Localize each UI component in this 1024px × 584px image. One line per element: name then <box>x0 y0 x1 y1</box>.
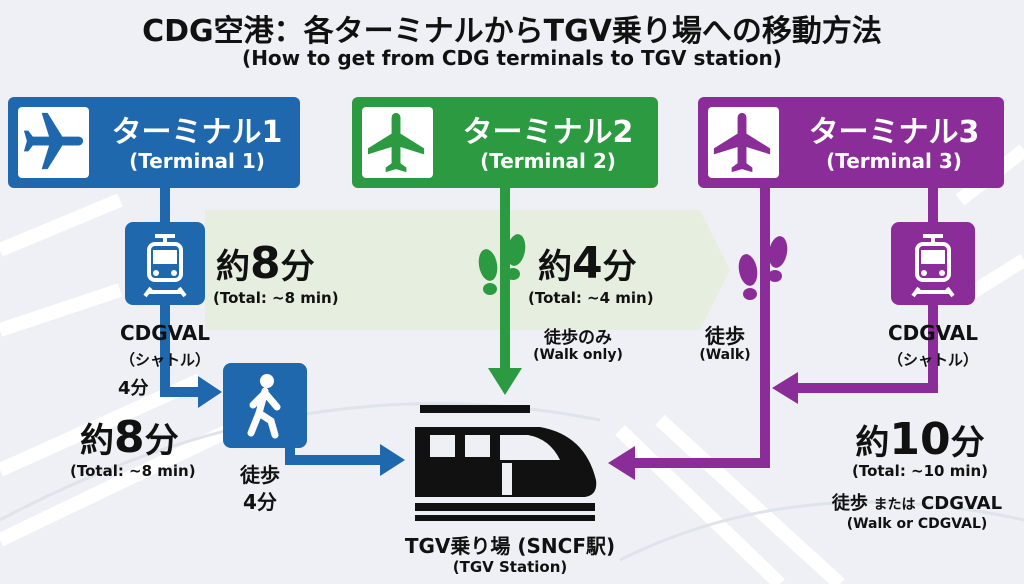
terminal-name-en: (Terminal 2) <box>480 149 616 173</box>
footprints-icon <box>738 236 788 300</box>
shuttle-train-icon <box>891 222 975 305</box>
route1-walk-time: 4分 <box>243 490 277 514</box>
tgv-train-icon <box>415 405 597 521</box>
footprints-icon <box>478 234 526 295</box>
airplane-icon <box>362 107 433 178</box>
terminal-3-header: ターミナル3 (Terminal 3) <box>698 97 1004 188</box>
route3-total-en: (Total: ~10 min) <box>851 462 989 480</box>
route3-mode: 徒歩 または CDGVAL <box>831 493 1003 514</box>
terminal-name: ターミナル2 <box>462 115 634 150</box>
terminal-1-header: ターミナル1 (Terminal 1) <box>8 97 300 188</box>
route1-total-en: (Total: ~8 min) <box>213 289 339 307</box>
route1-walk-label: 徒歩 <box>240 463 280 487</box>
route2-mode-en: (Walk only) <box>533 347 623 363</box>
shuttle-train-icon <box>125 222 205 305</box>
route1-total-en: (Total: ~8 min) <box>70 462 196 480</box>
route1-shuttle-time: 4分 <box>118 378 149 399</box>
route3-shuttle-label: CDGVAL <box>887 321 979 345</box>
airplane-icon <box>18 107 89 178</box>
terminal-name-en: (Terminal 3) <box>826 149 962 173</box>
walking-person-icon <box>223 363 307 448</box>
route2-total: 約4分 <box>538 238 637 289</box>
station-name: TGV乗り場 (SNCF駅) <box>404 534 616 558</box>
route3-walk-label: 徒歩 <box>705 324 745 348</box>
airplane-icon <box>708 107 779 178</box>
route2-total-en: (Total: ~4 min) <box>528 289 654 307</box>
route1-shuttle-sub: （シャトル） <box>119 351 210 369</box>
route3-mode-en: (Walk or CDGVAL) <box>846 516 988 532</box>
terminal-2-header: ターミナル2 (Terminal 2) <box>352 97 658 188</box>
route1-total: 約8分 <box>80 412 179 463</box>
route3-shuttle-sub: （シャトル） <box>887 351 978 369</box>
route3-total: 約10分 <box>855 414 985 465</box>
page-subtitle: (How to get from CDG terminals to TGV st… <box>242 46 782 70</box>
route2-mode: 徒歩のみ <box>544 328 612 348</box>
station-name-en: (TGV Station) <box>452 558 568 576</box>
page-title: CDG空港：各ターミナルからTGV乗り場への移動方法 <box>142 14 882 49</box>
terminal-name-en: (Terminal 1) <box>129 149 265 173</box>
route1-total: 約8分 <box>216 238 315 289</box>
route3-walk-en: (Walk) <box>699 347 751 363</box>
terminal-name: ターミナル1 <box>111 115 283 150</box>
route1-shuttle-label: CDGVAL <box>119 321 211 345</box>
terminal-name: ターミナル3 <box>808 115 980 150</box>
